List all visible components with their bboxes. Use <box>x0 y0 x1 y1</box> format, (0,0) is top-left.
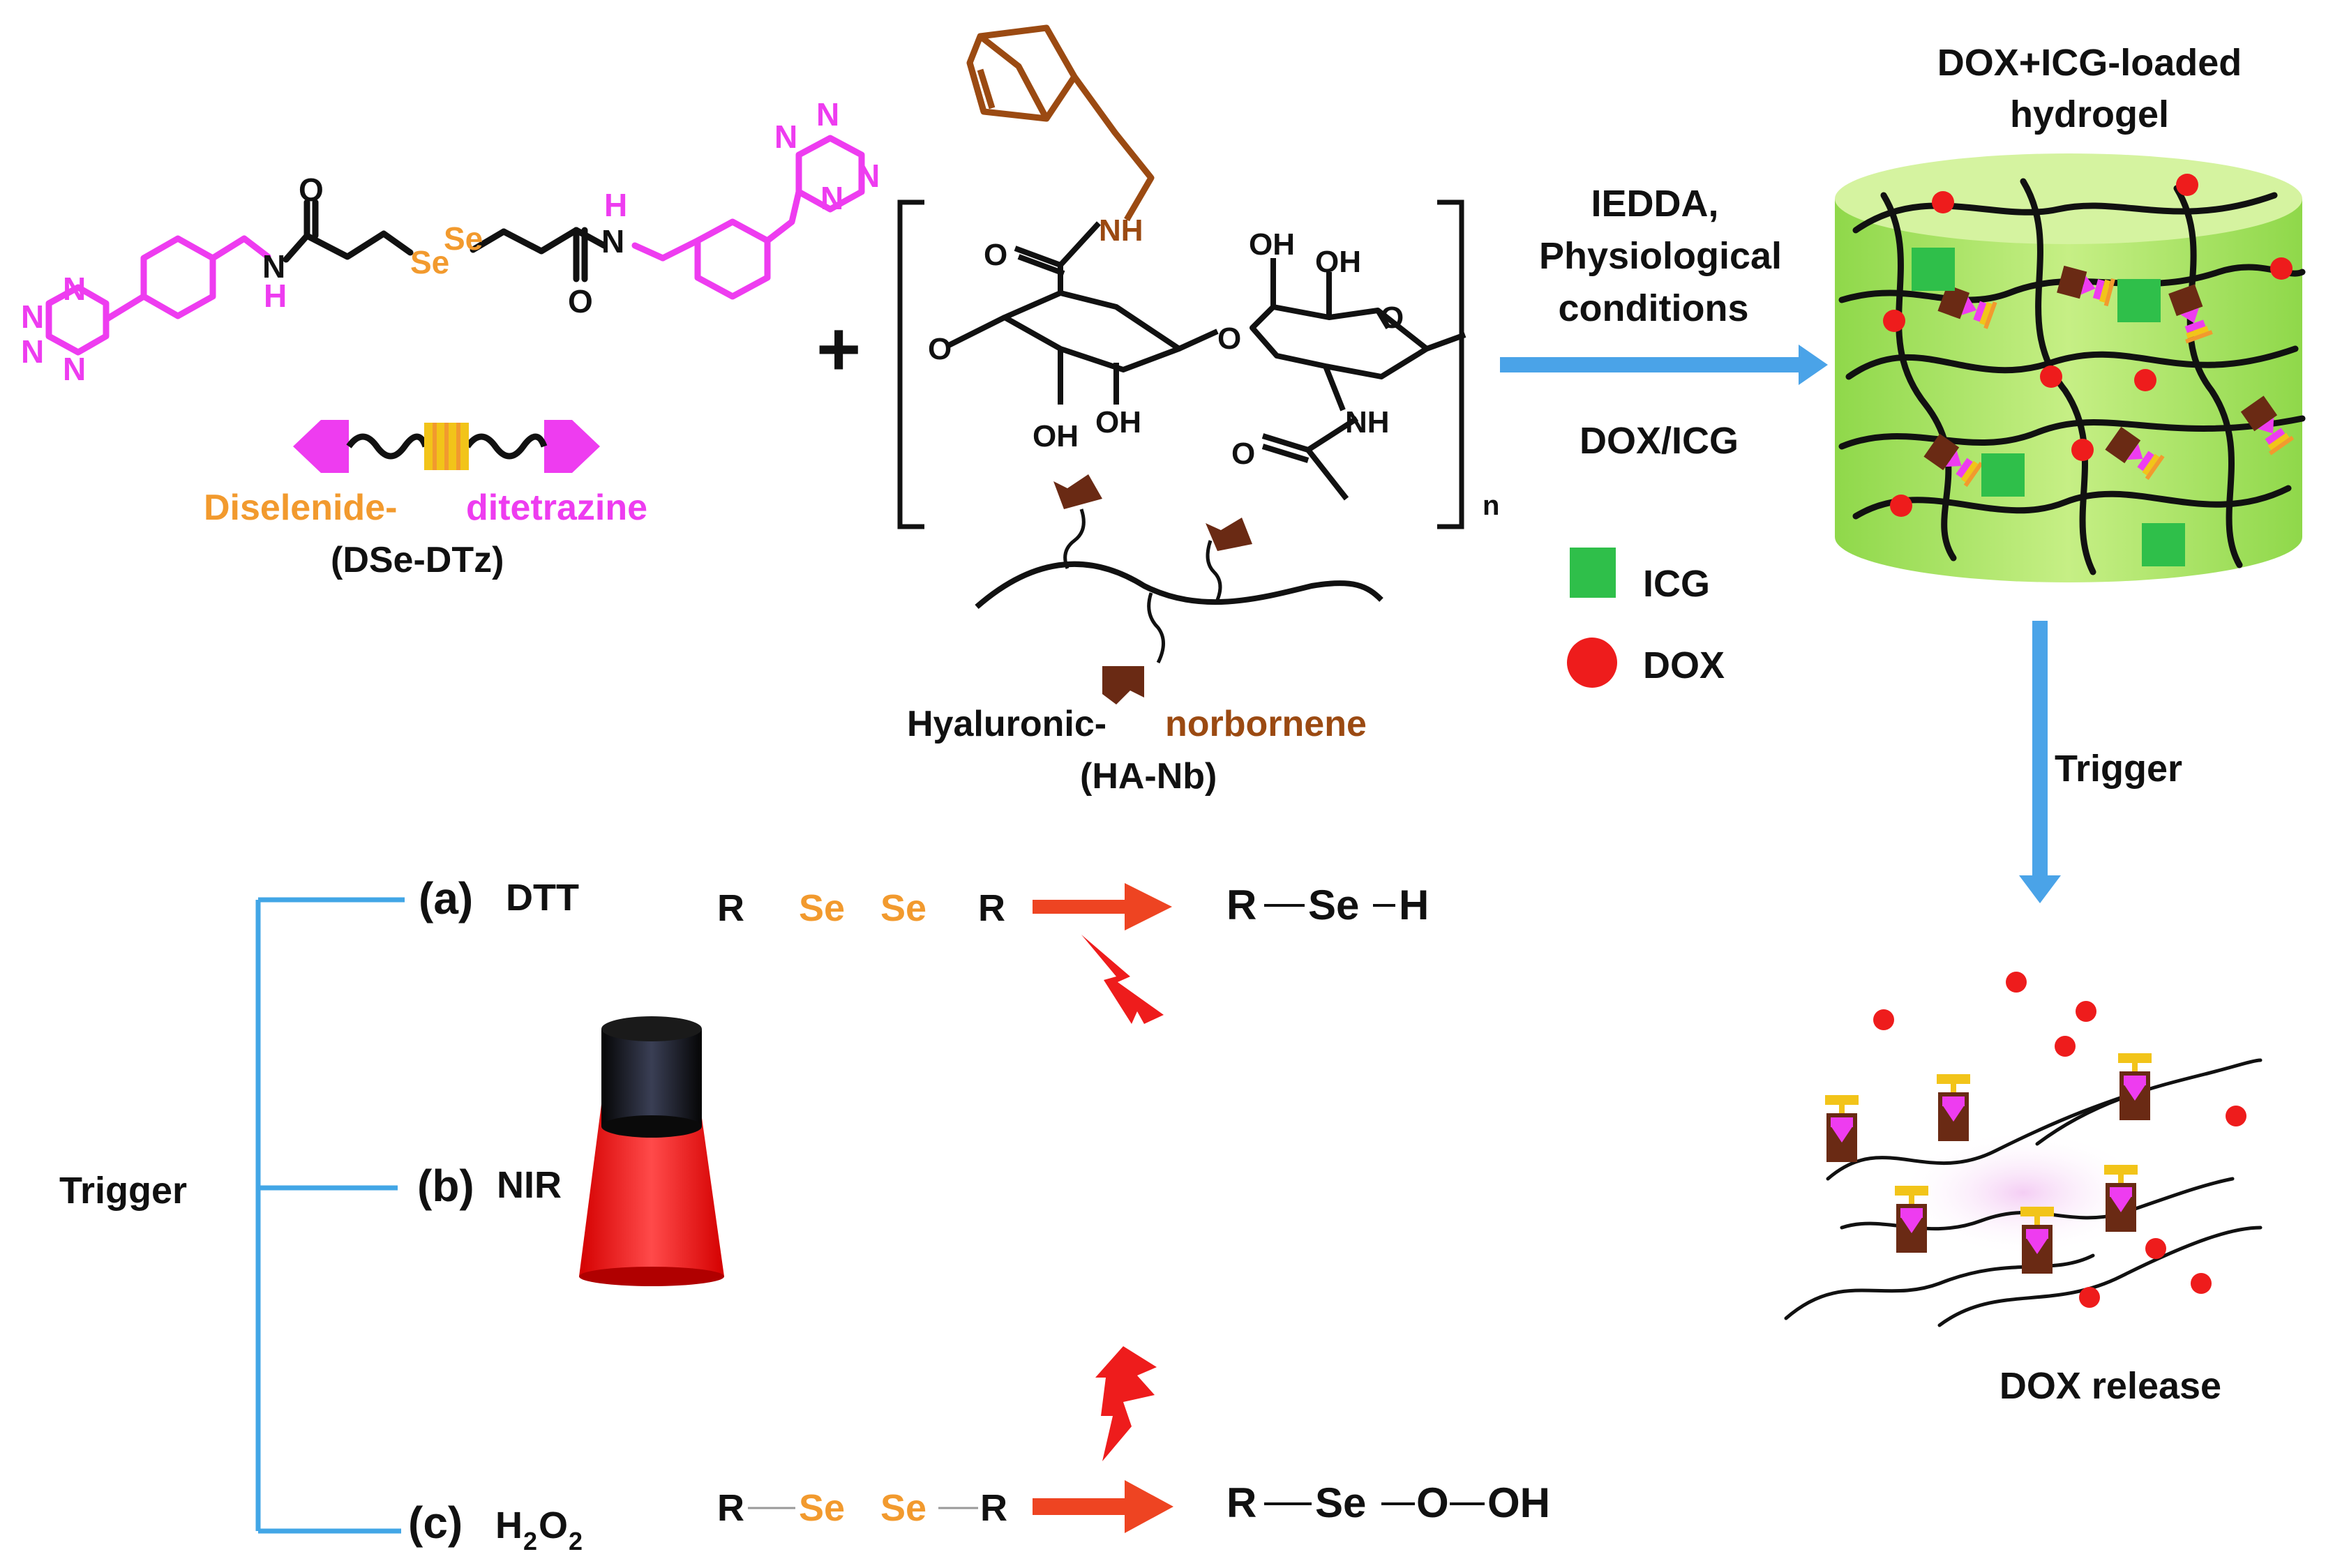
release-label: DOX release <box>1999 1365 2221 1407</box>
trigger-c-sub1: 2 <box>523 1527 537 1555</box>
atom-h-label: H <box>264 278 287 314</box>
eq-c-r1: R <box>717 1487 744 1529</box>
equation-a: R Se Se R R Se H <box>717 882 1429 1024</box>
crosslinker-cartoon-icon <box>293 420 600 473</box>
crosslinker-structure: N N N N N H O Se Se O H N N N N N Disele… <box>21 96 880 580</box>
atom-n-label: N <box>63 271 86 307</box>
trigger-tree <box>255 897 405 1534</box>
atom-se-label: Se <box>444 220 483 257</box>
trigger-arrow <box>2019 621 2061 903</box>
eq-a-r1: R <box>717 887 744 929</box>
atom-n-label: N <box>63 351 86 387</box>
icg-legend-label: ICG <box>1643 563 1710 605</box>
eq-c-r2: R <box>980 1487 1007 1529</box>
eq-c-product-oh: OH <box>1487 1479 1550 1526</box>
eq-c-se2: Se <box>880 1487 926 1529</box>
crosslinker-abbrev: (DSe-DTz) <box>331 540 504 580</box>
atom-oh-label: OH <box>1249 227 1295 262</box>
atom-o-label: O <box>1380 301 1404 335</box>
released-network <box>1784 972 2263 1327</box>
condition-line3: conditions <box>1559 287 1749 329</box>
atom-oh-label: OH <box>1315 245 1361 279</box>
trigger-a-label: DTT <box>506 877 579 919</box>
polymer-name-part1: Hyaluronic- <box>907 704 1106 744</box>
atom-n-label: N <box>21 299 44 335</box>
atom-n-label: N <box>262 248 285 285</box>
plus-sign: + <box>816 306 861 392</box>
atom-o-label: O <box>984 238 1007 272</box>
icg-legend-swatch <box>1570 548 1616 598</box>
equation-c: R Se Se R R Se O OH <box>717 1346 1550 1533</box>
trigger-a-prefix: (a) <box>419 873 473 924</box>
sugar-ring-1 <box>1002 290 1182 372</box>
atom-n-label: N <box>601 223 624 259</box>
crosslinker-name-part2: ditetrazine <box>466 488 647 528</box>
dox-legend-swatch <box>1567 638 1617 688</box>
eq-a-r2: R <box>978 887 1005 929</box>
atom-oh-label: OH <box>1033 419 1079 453</box>
atom-se-label: Se <box>410 244 449 280</box>
hydrogel-title-line2: hydrogel <box>2010 93 2169 135</box>
left-cyclohexane-ring <box>140 235 216 319</box>
reaction-arrow <box>1500 345 1828 385</box>
trigger-b-prefix: (b) <box>417 1161 474 1211</box>
eq-a-product-r: R <box>1226 882 1256 928</box>
atom-nh-label: NH <box>1099 213 1143 248</box>
legend: ICG DOX <box>1567 548 1725 688</box>
atom-n-label: N <box>21 333 44 370</box>
eq-a-product-h: H <box>1399 882 1429 928</box>
icg-particles <box>1912 248 2185 566</box>
trigger-c-sub2: 2 <box>569 1527 583 1555</box>
crosslinker-name-part1: Diselenide- <box>204 488 397 528</box>
atom-o-label: O <box>928 332 952 366</box>
atom-o-label: O <box>1231 437 1255 471</box>
condition-line2: Physiological <box>1539 235 1782 277</box>
eq-c-product-se: Se <box>1315 1479 1366 1526</box>
atom-o-label: O <box>568 283 593 319</box>
atom-n-label: N <box>774 119 797 155</box>
nir-laser-icon <box>579 1016 724 1286</box>
atom-o-label: O <box>1217 322 1241 356</box>
atom-h-label: H <box>604 187 627 223</box>
polymer-structure: n NH <box>897 24 1499 797</box>
reaction-conditions: IEDDA, Physiological conditions DOX/ICG <box>1500 183 1828 462</box>
eq-a-arrow <box>1033 883 1172 930</box>
trigger-c-prefix: (c) <box>408 1498 463 1548</box>
hydrogel-title-line1: DOX+ICG-loaded <box>1937 42 2242 84</box>
hydrogel-cylinder: DOX+ICG-loaded hydrogel <box>1835 42 2306 582</box>
eq-a-se1: Se <box>799 887 845 929</box>
reagent-label: DOX/ICG <box>1580 420 1739 462</box>
trigger-b-label: NIR <box>497 1164 562 1206</box>
trigger-c-label-h: H <box>495 1505 523 1546</box>
atom-n-label: N <box>816 96 839 133</box>
polymer-name-part2: norbornene <box>1165 704 1367 744</box>
atom-n-label: N <box>820 180 843 216</box>
eq-c-se1: Se <box>799 1487 845 1529</box>
right-tetrazine-ring <box>795 135 865 213</box>
eq-c-arrow <box>1033 1480 1173 1533</box>
repeat-subscript-n: n <box>1483 490 1499 521</box>
atom-o-label: O <box>299 172 324 208</box>
atom-nh-label: NH <box>1345 405 1390 439</box>
atom-n-label: N <box>857 158 880 194</box>
trigger-arrow-label: Trigger <box>2055 748 2182 790</box>
polymer-cartoon-icon <box>975 474 1383 704</box>
hydrogel-network <box>1838 178 2306 575</box>
eq-a-lightning-icon <box>1081 935 1164 1024</box>
eq-a-product-se: Se <box>1308 882 1359 928</box>
eq-c-product-o: O <box>1416 1479 1449 1526</box>
atom-oh-label: OH <box>1095 405 1141 439</box>
trigger-c-label-o: O <box>539 1505 568 1546</box>
eq-a-se2: Se <box>880 887 926 929</box>
left-tetrazine-ring <box>45 284 110 356</box>
condition-line1: IEDDA, <box>1591 183 1718 225</box>
eq-c-product-r: R <box>1226 1479 1256 1526</box>
eq-c-lightning-icon <box>1095 1346 1157 1461</box>
trigger-root-label: Trigger <box>59 1170 187 1212</box>
polymer-abbrev: (HA-Nb) <box>1080 756 1217 797</box>
dox-legend-label: DOX <box>1643 644 1725 686</box>
dox-particles <box>1883 174 2293 517</box>
right-cyclohexane-ring <box>694 218 771 300</box>
